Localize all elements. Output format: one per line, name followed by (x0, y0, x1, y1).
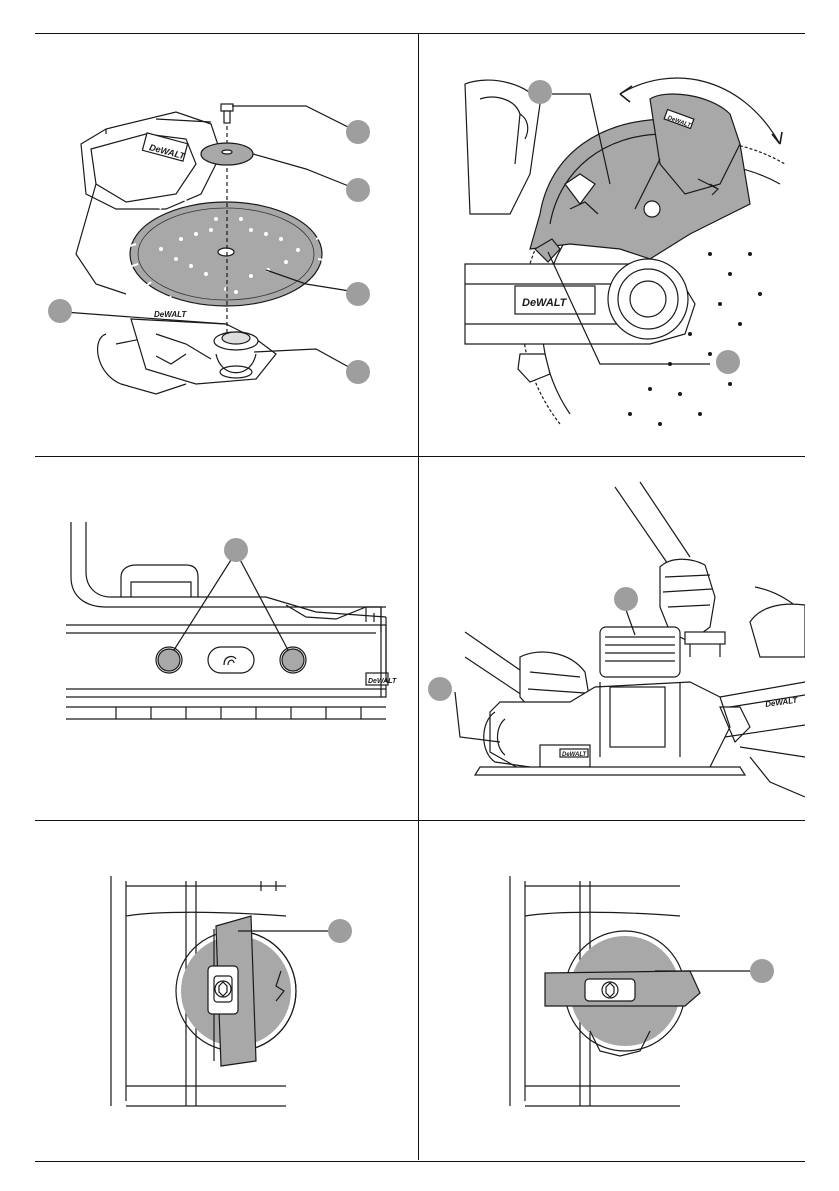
brand-plate-fig-c: DeWALT (368, 678, 397, 685)
column-divider (418, 33, 419, 1160)
callout-circle (48, 299, 72, 323)
blade-guard-drawing: DeWALT DeWALT (420, 34, 805, 456)
brand-plate-fig-d-arm: DeWALT (765, 695, 799, 709)
two-hand-operation-drawing: DeWALT DeWALT (420, 457, 805, 819)
callout-circle (224, 538, 248, 562)
callout-circle (328, 919, 352, 943)
blade-installation-drawing: DeWALT DeWALT (36, 34, 418, 456)
brand-plate-fig-a-arm: DeWALT (154, 310, 187, 319)
brand-plate-fig-b: DeWALT (522, 297, 568, 309)
callout-circle (614, 587, 638, 611)
figure-blade-installation: DeWALT DeWALT (36, 34, 418, 456)
lock-lever-vertical-drawing (36, 821, 418, 1159)
callout-circle (346, 360, 370, 384)
callout-circle (346, 178, 370, 202)
guard-screws-drawing: DeWALT (36, 457, 418, 819)
callout-circle (346, 282, 370, 306)
figure-guard-screws: DeWALT (36, 457, 418, 819)
lock-lever-horizontal-drawing (420, 821, 805, 1159)
callout-circle (528, 80, 552, 104)
callout-circle (428, 677, 452, 701)
brand-plate-fig-d-battery: DeWALT (562, 752, 588, 758)
callout-circle (750, 959, 774, 983)
figure-lock-lever-vertical (36, 821, 418, 1159)
callout-circle (716, 350, 740, 374)
callout-circle (346, 120, 370, 144)
figure-lock-lever-horizontal (420, 821, 805, 1159)
figure-blade-guard: DeWALT DeWALT (420, 34, 805, 456)
figure-two-hand-operation: DeWALT DeWALT (420, 457, 805, 819)
